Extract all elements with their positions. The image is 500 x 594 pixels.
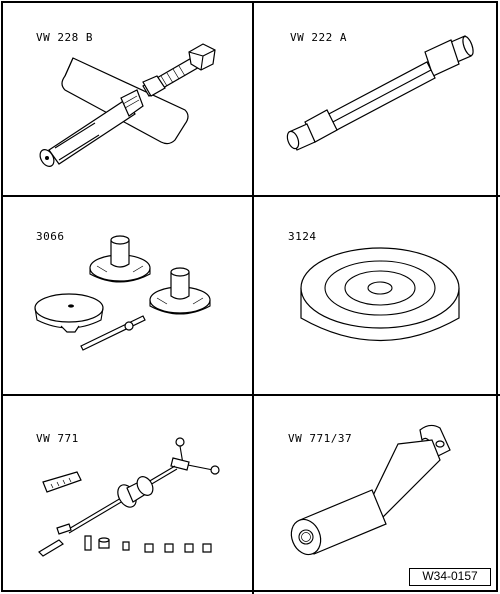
figure-reference-badge: W34-0157 [409,568,491,586]
pressure-disc-illustration [300,247,460,342]
tool-label-3124: 3124 [288,230,317,243]
tool-label-vw-222-a: VW 222 A [290,31,347,44]
tool-label-vw-771: VW 771 [36,432,79,445]
grid-divider-row-2 [3,394,500,396]
tool-label-3066: 3066 [36,230,65,243]
grid-divider-row-1 [3,195,500,197]
grid-divider-vertical [252,3,254,594]
puller-tool-illustration [39,43,216,167]
drift-tool-illustration [286,35,474,151]
installer-set-illustration [34,235,211,351]
hook-adapter-illustration [290,424,451,556]
tool-label-vw-771-37: VW 771/37 [288,432,353,445]
slide-hammer-illustration [38,437,220,557]
tool-label-vw-228-b: VW 228 B [36,31,93,44]
